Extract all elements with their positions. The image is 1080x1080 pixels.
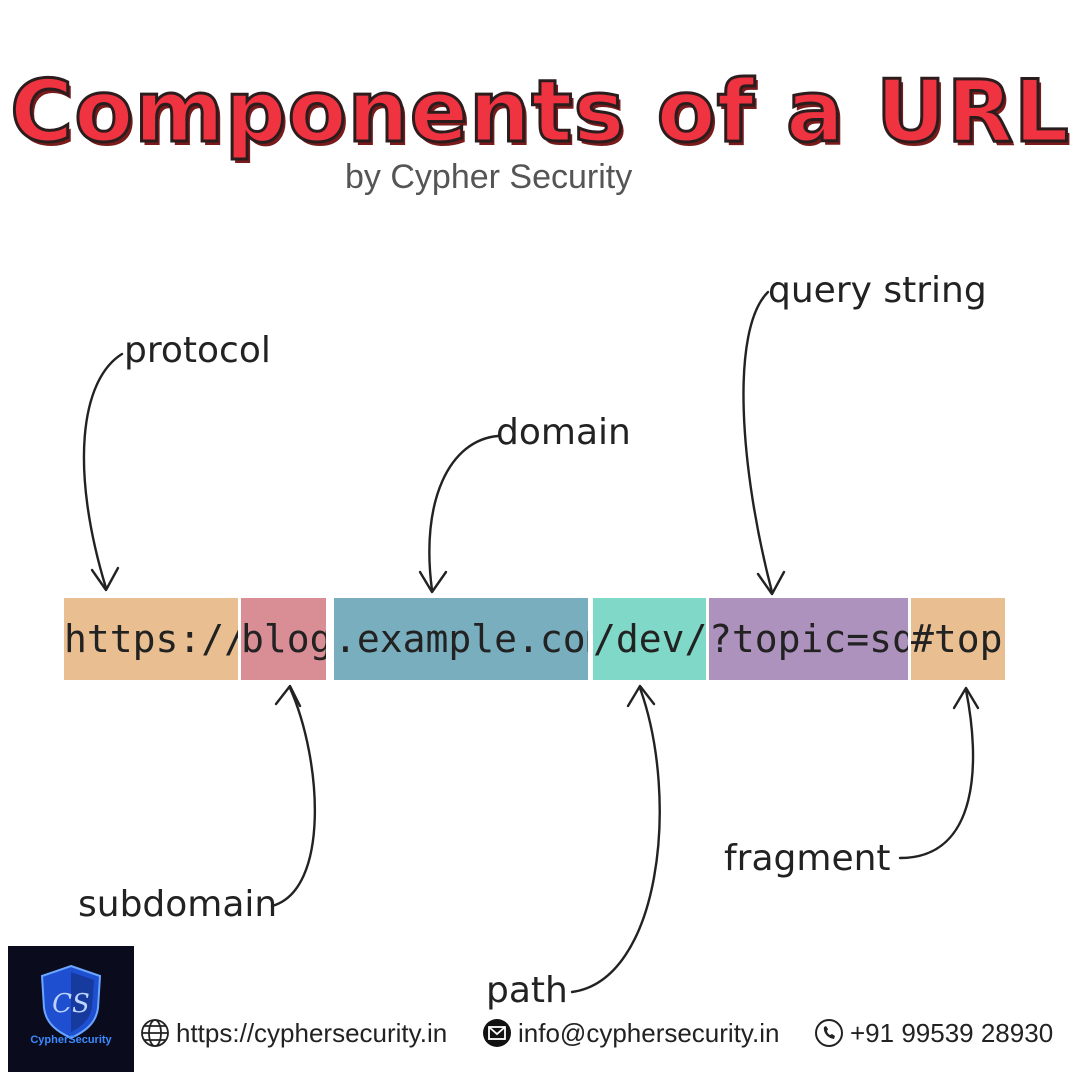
label-protocol: protocol xyxy=(124,330,271,371)
contact-email[interactable]: info@cyphersecurity.in xyxy=(482,1015,779,1051)
label-fragment: fragment xyxy=(724,838,891,879)
company-logo: CS CypherSecurity xyxy=(8,946,134,1072)
url-segment-query: ?topic=sql xyxy=(709,598,908,680)
arrow-fragment xyxy=(898,688,975,860)
arrow-protocol xyxy=(82,352,124,590)
url-segment-path: /dev/ xyxy=(593,598,706,680)
arrow-query-string xyxy=(742,290,774,594)
contact-website[interactable]: https://cyphersecurity.in xyxy=(140,1015,447,1051)
label-query-string: query string xyxy=(768,270,987,311)
arrow-subdomain xyxy=(270,686,317,908)
svg-text:CS: CS xyxy=(52,989,90,1019)
page-title: Components of a URL xyxy=(9,61,1071,164)
url-segment-fragment: #top xyxy=(911,598,1005,680)
logo-text: CypherSecurity xyxy=(30,1034,112,1046)
url-segment-protocol: https:// xyxy=(64,598,238,680)
phone-icon xyxy=(815,1019,843,1047)
website-link[interactable]: https://cyphersecurity.in xyxy=(176,1017,448,1048)
url-segment-domain: .example.com xyxy=(334,598,588,680)
arrow-path xyxy=(570,686,661,994)
label-subdomain: subdomain xyxy=(78,884,278,925)
contact-phone[interactable]: +91 99539 28930 xyxy=(814,1015,1053,1051)
label-domain: domain xyxy=(496,412,631,453)
arrow-domain xyxy=(428,434,500,592)
globe-icon xyxy=(141,1019,169,1047)
mail-icon xyxy=(483,1019,511,1047)
page-subtitle: by Cypher Security xyxy=(345,158,633,196)
shield-logo-icon: CS xyxy=(40,964,102,1040)
phone-number[interactable]: +91 99539 28930 xyxy=(850,1017,1054,1048)
url-segment-subdomain: blog xyxy=(241,598,326,680)
label-path: path xyxy=(486,970,568,1011)
email-link[interactable]: info@cyphersecurity.in xyxy=(518,1017,780,1048)
